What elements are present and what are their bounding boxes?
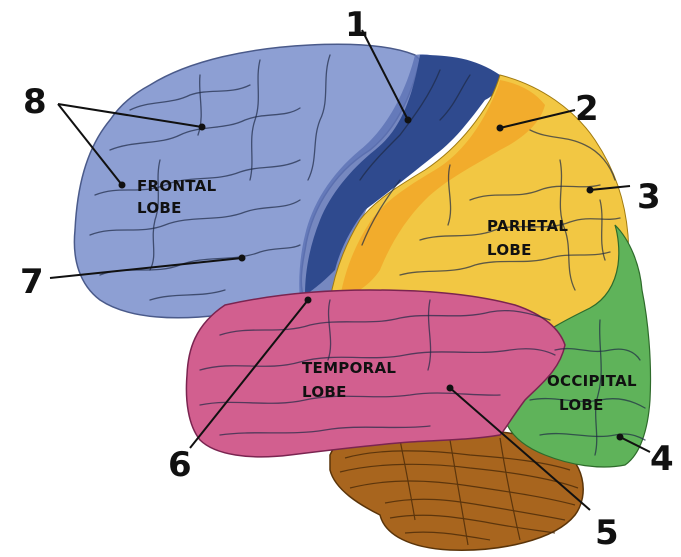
svg-text:LOBE: LOBE [487,241,532,259]
label-number-6: 6 [168,445,192,485]
label-number-7: 7 [20,262,44,302]
svg-text:FRONTAL: FRONTAL [137,177,217,195]
svg-text:TEMPORAL: TEMPORAL [302,359,396,377]
label-number-4: 4 [650,439,674,479]
svg-text:LOBE: LOBE [559,396,604,414]
label-number-2: 2 [575,89,599,129]
label-number-1: 1 [345,5,369,45]
svg-text:OCCIPITAL: OCCIPITAL [547,372,637,390]
svg-text:PARIETAL: PARIETAL [487,217,568,235]
svg-text:LOBE: LOBE [302,383,347,401]
label-number-5: 5 [595,513,619,553]
svg-text:LOBE: LOBE [137,199,182,217]
label-number-8: 8 [23,82,47,122]
label-number-3: 3 [637,177,661,217]
